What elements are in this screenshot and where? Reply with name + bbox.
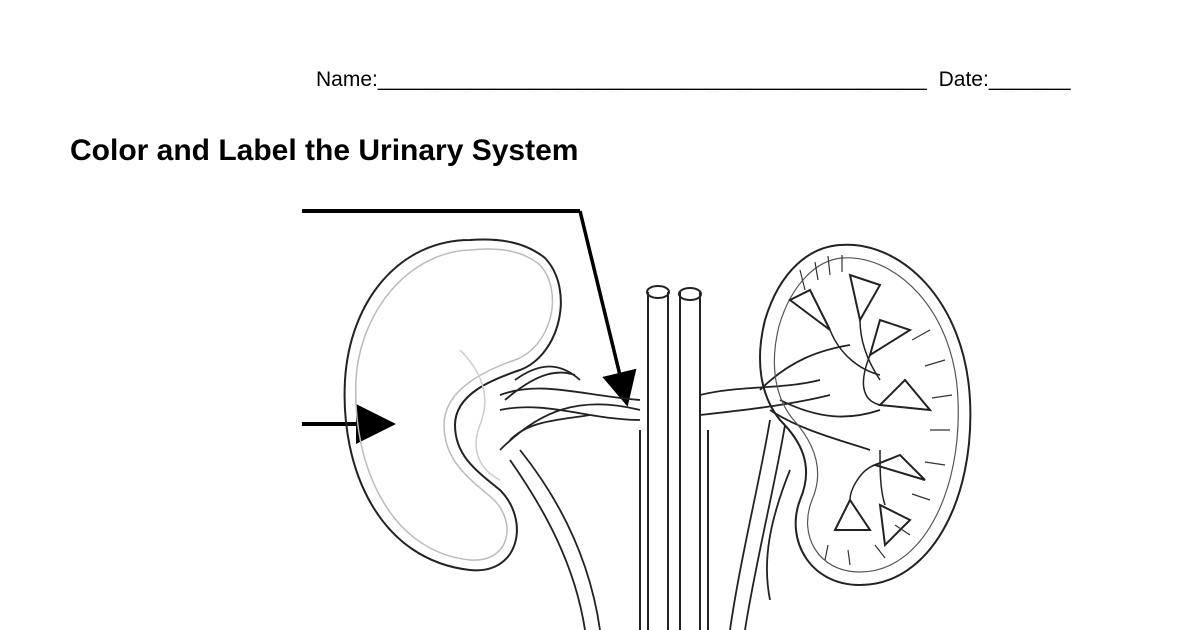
right-kidney-cross-section <box>759 243 972 587</box>
label-leader-top <box>302 209 637 407</box>
right-ureter <box>729 419 791 630</box>
left-renal-vessels <box>499 365 641 451</box>
date-field-label: Date:_______ <box>938 68 1071 91</box>
aorta-vena-cava <box>639 285 709 630</box>
left-ureter <box>509 449 601 630</box>
worksheet-header: Name:___________________________________… <box>316 68 1136 98</box>
left-kidney <box>343 238 562 572</box>
name-field-label: Name:___________________________________… <box>316 68 927 91</box>
worksheet-title: Color and Label the Urinary System <box>70 134 579 167</box>
right-renal-vessels <box>699 344 881 451</box>
